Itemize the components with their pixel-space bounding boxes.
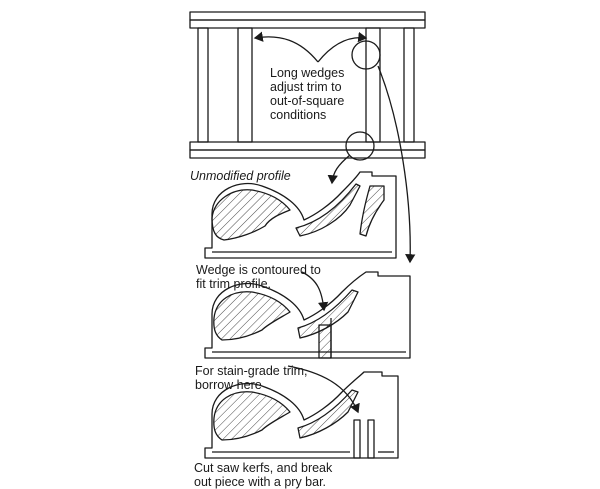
label-stain-grade-line-2: borrow here (195, 378, 262, 392)
label-long-wedges: Long wedges adjust trim to out-of-square… (270, 66, 380, 122)
leader-wedge (301, 271, 329, 312)
wall-frame (189, 11, 426, 159)
label-long-wedges-line-3: out-of-square (270, 94, 345, 108)
label-wedge-contoured: Wedge is contoured to fit trim profile. (196, 263, 321, 291)
label-unmodified-profile: Unmodified profile (190, 169, 291, 183)
label-stain-grade-line-1: For stain-grade trim, (195, 364, 308, 378)
leader-long (377, 65, 416, 264)
label-cut-kerfs: Cut saw kerfs, and break out piece with … (194, 461, 332, 489)
leader-borrow (287, 365, 360, 414)
leader-short (327, 154, 351, 185)
detail-circle-top (351, 40, 381, 70)
profile-wedge-contoured (204, 271, 411, 359)
label-stain-grade: For stain-grade trim, borrow here (195, 364, 308, 392)
label-wedge-contoured-line-2: fit trim profile. (196, 277, 272, 291)
label-long-wedges-line-4: conditions (270, 108, 327, 122)
label-cut-kerfs-line-2: out piece with a pry bar. (194, 475, 327, 489)
label-cut-kerfs-line-1: Cut saw kerfs, and break (194, 461, 333, 475)
wedge-callout-arrows (253, 31, 368, 63)
label-wedge-contoured-line-1: Wedge is contoured to (196, 263, 321, 277)
label-long-wedges-line-1: Long wedges (270, 66, 345, 80)
profile-stain-grade (204, 371, 399, 459)
detail-circle-bottom (345, 131, 375, 161)
label-long-wedges-line-2: adjust trim to (270, 80, 342, 94)
profile-unmodified (204, 171, 397, 259)
